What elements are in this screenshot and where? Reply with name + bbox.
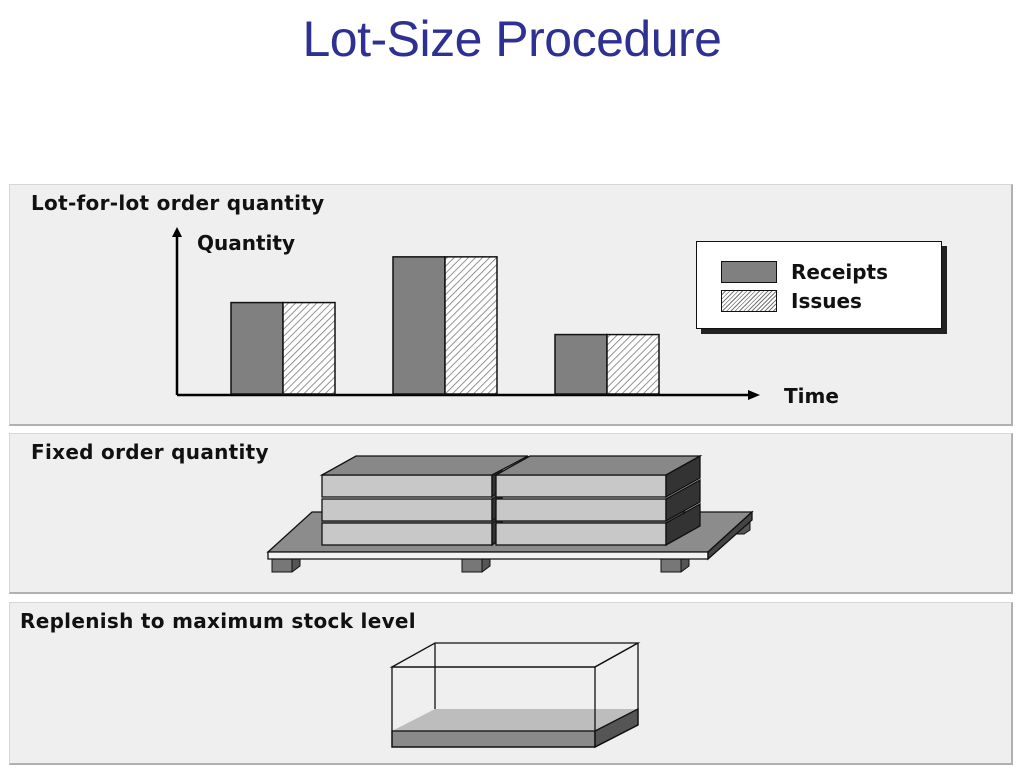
legend-label-receipts: Receipts bbox=[791, 260, 889, 284]
receipts-bar-2 bbox=[392, 256, 446, 395]
stock-level-top bbox=[392, 709, 638, 731]
box-stack bbox=[319, 454, 703, 547]
issues-swatch-icon bbox=[721, 290, 777, 312]
replenish-max-stock-panel: Replenish to maximum stock level bbox=[9, 602, 1013, 765]
legend-label-issues: Issues bbox=[791, 289, 862, 313]
issues-bar-2 bbox=[444, 256, 498, 395]
chart-legend: Receipts Issues bbox=[696, 241, 942, 329]
legend-item-issues: Issues bbox=[721, 289, 862, 313]
issues-bar-3 bbox=[606, 333, 660, 395]
receipts-bar-1 bbox=[230, 301, 284, 395]
panel-heading-fixed-order: Fixed order quantity bbox=[31, 440, 269, 464]
receipts-bar-3 bbox=[554, 333, 608, 395]
pallet-front bbox=[267, 551, 709, 560]
stock-container-icon bbox=[389, 642, 641, 749]
y-axis-label: Quantity bbox=[197, 231, 295, 255]
x-axis-label: Time bbox=[784, 384, 839, 408]
x-axis-arrow bbox=[748, 390, 760, 400]
lot-for-lot-chart bbox=[172, 227, 760, 400]
pallet-stack-icon bbox=[266, 454, 754, 573]
issues-bar-1 bbox=[282, 301, 336, 395]
stock-level-front bbox=[391, 730, 596, 748]
fixed-order-quantity-panel: Fixed order quantity bbox=[9, 433, 1013, 594]
pallet-side bbox=[707, 510, 753, 561]
page-title: Lot-Size Procedure bbox=[302, 11, 722, 67]
y-axis-arrow bbox=[172, 227, 182, 237]
panel-heading-lot-for-lot: Lot-for-lot order quantity bbox=[31, 191, 325, 215]
receipts-swatch-icon bbox=[721, 261, 777, 283]
lot-for-lot-panel: Lot-for-lot order quantity Quantity Time… bbox=[9, 184, 1013, 426]
legend-item-receipts: Receipts bbox=[721, 260, 888, 284]
container-outline bbox=[389, 642, 641, 748]
panel-heading-replenish: Replenish to maximum stock level bbox=[20, 609, 416, 633]
